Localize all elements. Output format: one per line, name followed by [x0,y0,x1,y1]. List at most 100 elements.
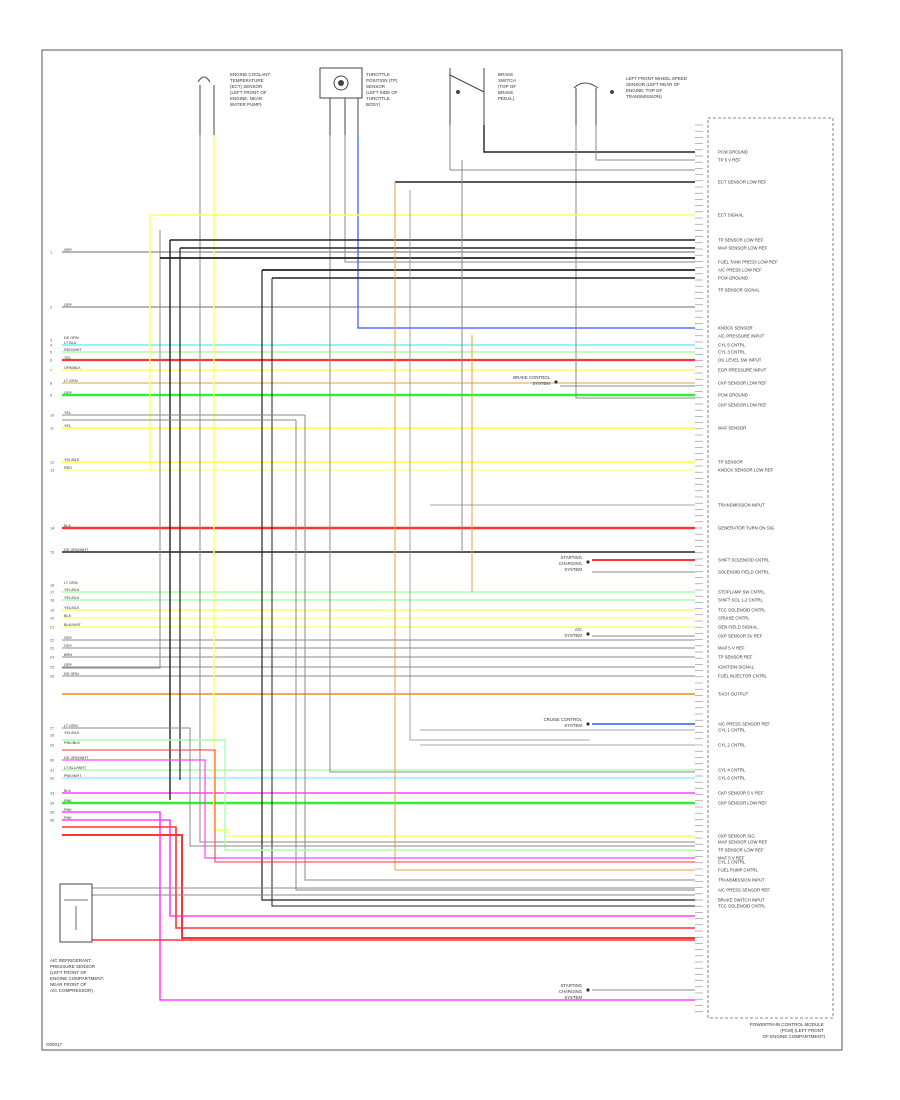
pcm-pin-label: CKP SENSOR SIG [718,834,755,839]
left-wire-number: 36 [50,819,54,823]
trunk-black-4v [261,270,695,901]
left-wire-number: 29 [50,744,54,748]
left-wire-number: 13 [50,469,54,473]
wss-wire-2 [595,125,695,161]
left-wire-number: 11 [50,427,54,431]
left-wire-number: 5 [50,351,52,355]
pcm-pin-label: BRAKE SWITCH INPUT [718,898,765,903]
pcm-pin-label: TP 5 V REF [718,158,741,163]
ect-wire-2 [213,135,695,837]
left-wire-color-label: BLK [64,524,72,528]
pcm-pin-label: PCM GROUND [718,276,748,281]
left-wire-color-label: YEL/BLK [64,596,80,600]
pcm-pin-label: A/C PRESS SENSOR REF [718,722,770,727]
pcm-pin-label: TACH OUTPUT [718,692,749,697]
pcm-pin-label: IGNITION SIGNAL [718,665,755,670]
trunk-gray-5 [304,415,695,881]
pcm-pin-label: STOPLAMP SW CNTRL [718,590,765,595]
pcm-pin-label: TCC SOLENOID CNTRL [718,904,766,909]
side-system-label: SYSTEM [564,633,582,638]
pink-3 [62,759,695,859]
left-wire-color-label: YEL/BLK [64,588,80,592]
left-wire-number: 31 [50,769,54,773]
left-wire-color-label: RED [64,466,72,470]
brake-wire-2 [483,125,695,153]
left-wire-color-label: PNK [64,816,72,820]
left-wire-number: 33 [50,792,54,796]
pcm-pin-label: OIL LEVEL SW INPUT [718,358,762,363]
left-wire-number: 21 [50,626,54,630]
pink-2 [62,819,695,917]
pcm-pin-label: PCM GROUND [718,393,748,398]
left-wire-color-label: LT BLU/WHT [64,766,87,770]
ect-sensor-label: ENGINE COOLANT TEMPERATURE (ECT) SENSOR … [230,72,271,107]
left-wire-color-label: BLK [64,614,72,618]
left-wire-color-label: GRY [64,391,73,395]
left-wire-number: 2 [50,306,52,310]
pcm-pin-label: SHIFT SOL 1-2 CNTRL [718,598,763,603]
left-wire-color-label: YEL/BLK [64,606,80,610]
green-lower [62,739,695,851]
ect-wire-1 [199,135,695,843]
red-lower-3 [62,749,695,863]
pcm-pin-label: TCC SOLENOID CNTRL [718,608,766,613]
pcm-pin-label: KNOCK SENSOR LOW REF [718,468,774,473]
left-wire-number: 15 [50,551,54,555]
footer-code: G00017 [46,1042,63,1047]
left-wire-number: 18 [50,599,54,603]
trunk-gray-1 [62,230,161,669]
wire-group [62,125,695,1001]
trunk-black-5v [271,278,695,907]
tp-wire-3 [357,135,695,329]
pcm-pin-label: TP SENSOR LOW REF [718,238,764,243]
ac-pressure-sensor: A/C REFRIGERANT PRESSURE SENSOR (LEFT FR… [50,883,105,993]
side-system-connector [586,632,590,636]
pcm-pin-label: MAP SENSOR LOW REF [718,246,768,251]
pcm-caption: POWERTRAIN CONTROL MODULE (PCM) (LEFT FR… [750,1022,826,1039]
tp-sensor-label: THROTTLE POSITION (TP) SENSOR (LEFT SIDE… [366,72,399,107]
left-wire-color-label: PNK [64,799,72,803]
pcm-pin-label: CKP SENSOR LOW REF [718,801,767,806]
left-wire-number: 14 [50,527,54,531]
left-wire-color-label: LT GRN [64,724,78,728]
left-wire-number: 35 [50,811,54,815]
wheel-speed-sensor-label: LEFT FRONT WHEEL SPEED SENSOR (LEFT REAR… [626,76,688,99]
left-wire-color-label: DK GRN [64,336,79,340]
pcm-pin-label: FUEL PUMP CNTRL [718,868,758,873]
left-wire-color-label: GRY [64,303,73,307]
left-wire-number: 32 [50,777,54,781]
side-system-label: CHARGING [559,561,583,566]
wss-wire-1 [575,125,695,399]
red-lower-2 [62,834,695,939]
pcm-pin-label: CYL 1 CNTRL [718,860,746,865]
pcm-pin-label: GEN FIELD SIGNAL [718,625,758,630]
pcm-pin-label: CKP SENSOR 5 V REF [718,791,764,796]
pcm-pin-label: GENERATOR TURN ON SIG [718,526,775,531]
trunk-gray-2 [409,190,590,741]
left-wire-number: 34 [50,802,54,806]
pcm-pin-label: MAP 5 V REF [718,646,745,651]
brake-switch: BRAKE SWITCH (TOP OF BRAKE PEDAL) [449,68,517,125]
ac-pressure-sensor-label: A/C REFRIGERANT PRESSURE SENSOR (LEFT FR… [50,958,105,993]
left-wire-number: 20 [50,617,54,621]
pcm-pin-label: MAP SENSOR LOW REF [718,840,768,845]
side-system-label: SYSTEM [564,567,582,572]
pcm-pin-label: A/C PRESSURE INPUT [718,334,764,339]
red-lower-1 [62,826,695,929]
left-wire-color-label: ORN/BLK [64,366,81,370]
left-wire-number: 27 [50,727,54,731]
side-system-connector [586,560,590,564]
pcm-pin-label: TP SENSOR LOW REF [718,848,764,853]
side-system-label: A/C [575,627,582,632]
side-system-label: BRAKE CONTROL [513,375,550,380]
pcm-pin-label: A/C PRESS LOW REF [718,268,762,273]
left-wire-color-label: BLK [64,789,72,793]
left-wire-number: 7 [50,369,52,373]
trunk-orange-v [394,182,695,871]
side-system-label: CHARGING [559,989,583,994]
left-wire-color-label: DK GRN/WHT [64,756,89,760]
pcm-pin-label: ECT SENSOR LOW REF [718,180,767,185]
side-system-connector [554,380,558,384]
brake-switch-label: BRAKE SWITCH (TOP OF BRAKE PEDAL) [498,72,517,101]
